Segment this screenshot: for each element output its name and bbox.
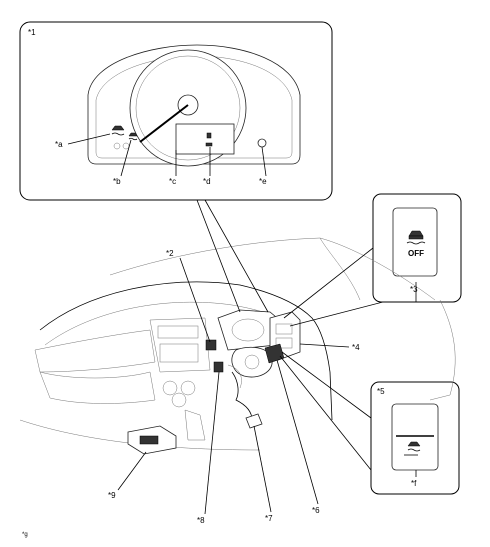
- slip-indicator-icon: [404, 441, 421, 456]
- leader-5b: [279, 355, 372, 471]
- lower-dash-panel: [39, 371, 156, 404]
- leader-a: [67, 133, 111, 145]
- leader-7: [253, 425, 272, 513]
- hvac-knob: [162, 380, 178, 396]
- slip-indicator-icon: [111, 125, 125, 136]
- brake-pedal-arm: [231, 371, 253, 421]
- figure-code: *g: [22, 532, 28, 538]
- center-vent: [157, 325, 199, 339]
- callout-2: *2: [166, 249, 174, 258]
- glovebox-panel: [34, 329, 156, 373]
- speedometer-ring: [135, 55, 241, 161]
- hvac-knob: [180, 380, 196, 396]
- sensor-connector: [139, 435, 159, 445]
- callout-4: *4: [352, 343, 360, 352]
- callout-c: *c: [169, 177, 176, 186]
- callout-e: *e: [259, 177, 267, 186]
- leader-3b: [289, 301, 384, 327]
- brake-pedal-pad: [245, 413, 263, 429]
- hvac-knob: [171, 392, 187, 408]
- stop-light-switch: [213, 361, 224, 373]
- leader-4: [299, 343, 350, 348]
- callout-f: *f: [411, 479, 417, 488]
- pedal-bracket: [227, 364, 242, 389]
- multi-information-display: [175, 123, 235, 155]
- center-panel: [149, 317, 211, 373]
- a-pillar: [319, 237, 361, 301]
- leader-9: [117, 451, 147, 491]
- speedometer-needle: [139, 104, 189, 143]
- audio-panel: [159, 343, 199, 363]
- windshield-edge: [109, 237, 436, 301]
- meter-face: [231, 318, 265, 342]
- leader-1-right: [204, 199, 269, 313]
- leader-b: [120, 139, 132, 177]
- callout-3: *3: [410, 285, 418, 294]
- vsc-switch-detail: *5 *f: [370, 381, 460, 495]
- callout-7: *7: [265, 514, 273, 523]
- floor-line: [19, 419, 261, 451]
- leader-lines: [117, 199, 384, 515]
- callout-9: *9: [108, 491, 116, 500]
- steering-angle-sensor: [264, 343, 285, 364]
- leader-2: [179, 257, 211, 343]
- callout-8: *8: [197, 516, 205, 525]
- ecu-connector: [275, 323, 293, 335]
- dashboard-top: [39, 281, 333, 421]
- meter-inner-panel: [95, 55, 293, 159]
- callout-b: *b: [113, 177, 121, 186]
- spiral-cable-hub: [244, 354, 260, 370]
- spiral-cable: [231, 346, 273, 378]
- traction-off-indicator-icon: [205, 132, 213, 147]
- leader-e: [261, 146, 267, 177]
- door-panel: [429, 299, 456, 401]
- leader-8: [204, 371, 220, 515]
- combination-meter-detail: *1 *a: [19, 21, 333, 201]
- leader-6: [276, 359, 319, 505]
- trc-off-switch-detail: OFF *3: [372, 193, 462, 303]
- callout-6: *6: [312, 506, 320, 515]
- traction-skid-off-icon: [406, 230, 426, 245]
- callout-a: *a: [55, 140, 63, 149]
- dashboard-illustration: [19, 237, 456, 455]
- leader-5a: [281, 351, 372, 419]
- abs-warning-icon: [128, 132, 138, 141]
- vsc-switch: [391, 403, 439, 471]
- switch-off-text: OFF: [408, 249, 424, 258]
- indicator-lamp-e: [257, 138, 267, 148]
- ecu-connector: [275, 337, 293, 349]
- trc-off-switch: [392, 207, 438, 277]
- traction-switch-location: [205, 339, 217, 351]
- callout-5: *5: [377, 387, 385, 396]
- callout-1: *1: [28, 28, 36, 37]
- indicator-lamp: [113, 142, 121, 150]
- shift-lever-area: [184, 409, 206, 441]
- leader-3a: [283, 247, 374, 319]
- callout-d: *d: [203, 177, 211, 186]
- leader-1-left: [196, 199, 241, 313]
